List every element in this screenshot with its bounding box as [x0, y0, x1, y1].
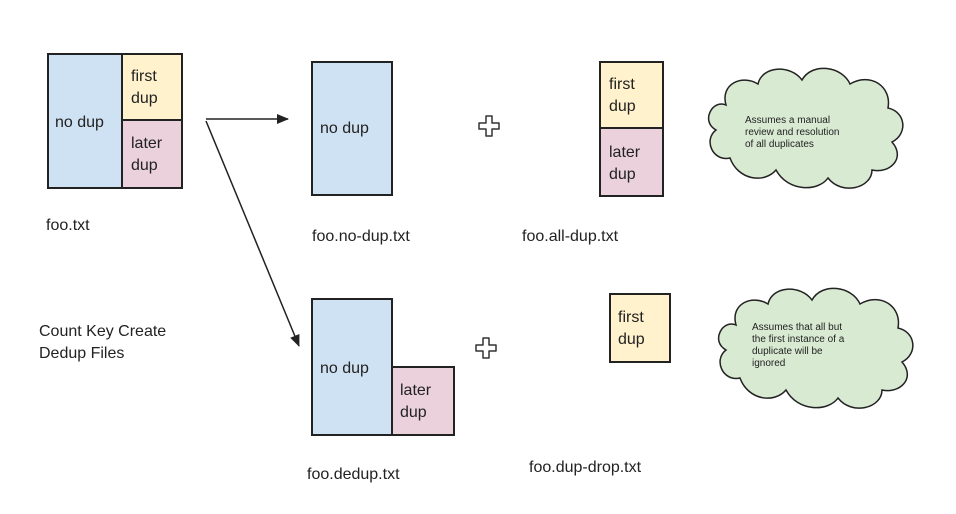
source-file-caption: foo.txt — [46, 217, 90, 234]
source-later-dup-label: later dup — [131, 135, 163, 174]
no-dup-output-label: no dup — [320, 120, 369, 137]
all-dup-later-dup-label: later dup — [609, 144, 641, 183]
all-dup-note-text: Assumes a manual review and resolution o… — [745, 115, 840, 150]
source-first-dup-label: first dup — [131, 68, 158, 107]
no-dup-output-block — [311, 61, 393, 196]
process-label: Count Key Create Dedup Files — [39, 323, 167, 362]
dedup-no-dup-label: no dup — [320, 360, 369, 377]
dup-drop-note-text: Assumes that all but the first instance … — [752, 322, 845, 369]
all-dup-first-dup-block — [599, 61, 664, 129]
dedup-later-dup-block — [391, 366, 455, 436]
plus-icon-top — [478, 115, 500, 137]
all-dup-first-dup-label: first dup — [609, 76, 636, 115]
no-dup-output-caption: foo.no-dup.txt — [312, 228, 410, 245]
all-dup-later-dup-block — [599, 127, 664, 197]
source-no-dup-label: no dup — [55, 114, 104, 131]
dup-drop-first-dup-label: first dup — [618, 309, 645, 348]
cloud-note-all-dup — [707, 67, 904, 189]
dedup-later-dup-label: later dup — [400, 382, 432, 421]
dup-drop-output-caption: foo.dup-drop.txt — [529, 459, 642, 476]
plus-icon-bottom — [475, 337, 497, 359]
source-first-dup-block — [121, 53, 183, 121]
arrow-to-dedup-output — [205, 120, 300, 347]
all-dup-output-caption: foo.all-dup.txt — [522, 228, 619, 245]
cloud-note-dup-drop — [717, 287, 914, 409]
dup-drop-first-dup-block — [609, 293, 671, 363]
dedup-no-dup-block — [311, 298, 393, 436]
source-later-dup-block — [121, 119, 183, 189]
dedup-output-caption: foo.dedup.txt — [307, 466, 400, 483]
source-no-dup-block — [47, 53, 123, 189]
